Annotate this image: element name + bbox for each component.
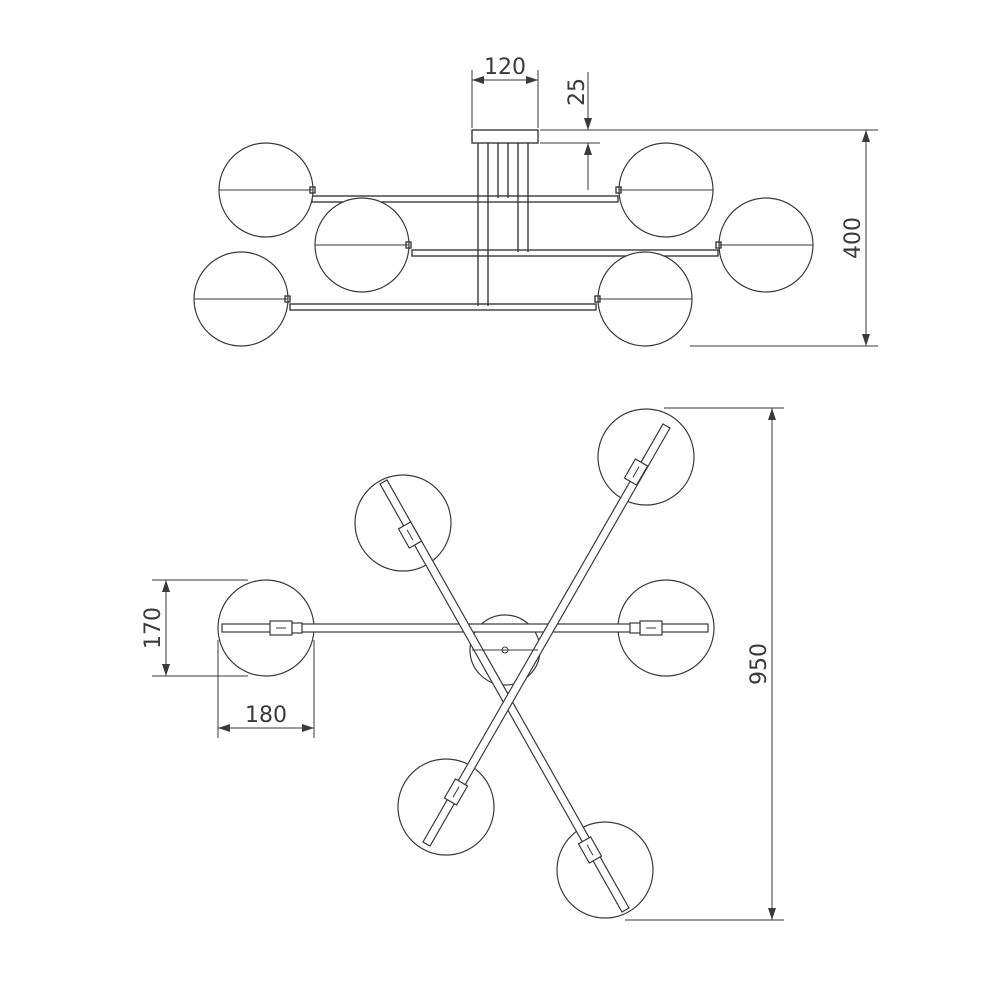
socket-upper-left bbox=[397, 521, 423, 549]
dimension-shade-width: 180 bbox=[217, 640, 315, 738]
socket-right bbox=[629, 620, 663, 636]
socket-left bbox=[269, 620, 303, 636]
dimension-label-25: 25 bbox=[565, 78, 590, 106]
dimension-canopy-width: 120 bbox=[471, 55, 539, 128]
side-view: 120 25 400 bbox=[193, 55, 878, 347]
side-shade-4 bbox=[715, 197, 814, 293]
dimension-canopy-height: 25 bbox=[540, 72, 600, 190]
dimension-label-170: 170 bbox=[141, 607, 166, 649]
dimension-shade-height: 170 bbox=[141, 579, 248, 677]
top-view: 170 180 950 bbox=[141, 407, 784, 921]
top-sockets bbox=[269, 458, 663, 864]
side-shades bbox=[193, 142, 814, 347]
socket-upper-right bbox=[623, 458, 649, 486]
side-shade-3 bbox=[314, 197, 412, 293]
dimension-label-180: 180 bbox=[245, 703, 287, 728]
side-shade-2 bbox=[615, 142, 714, 238]
dimension-label-400: 400 bbox=[841, 217, 866, 259]
top-arms bbox=[221, 423, 709, 913]
dimension-label-950: 950 bbox=[747, 643, 772, 685]
socket-lower-left bbox=[443, 778, 469, 806]
top-shades bbox=[217, 408, 715, 919]
dimension-label-120: 120 bbox=[484, 55, 526, 80]
side-shade-1 bbox=[218, 142, 316, 238]
dimension-total-height: 400 bbox=[540, 129, 878, 347]
dimension-total-diameter: 950 bbox=[625, 407, 784, 921]
suspension-rods bbox=[477, 143, 529, 306]
socket-lower-right bbox=[577, 836, 603, 864]
side-shade-5 bbox=[193, 251, 291, 347]
side-shade-6 bbox=[594, 251, 693, 347]
ceiling-canopy bbox=[471, 129, 539, 144]
